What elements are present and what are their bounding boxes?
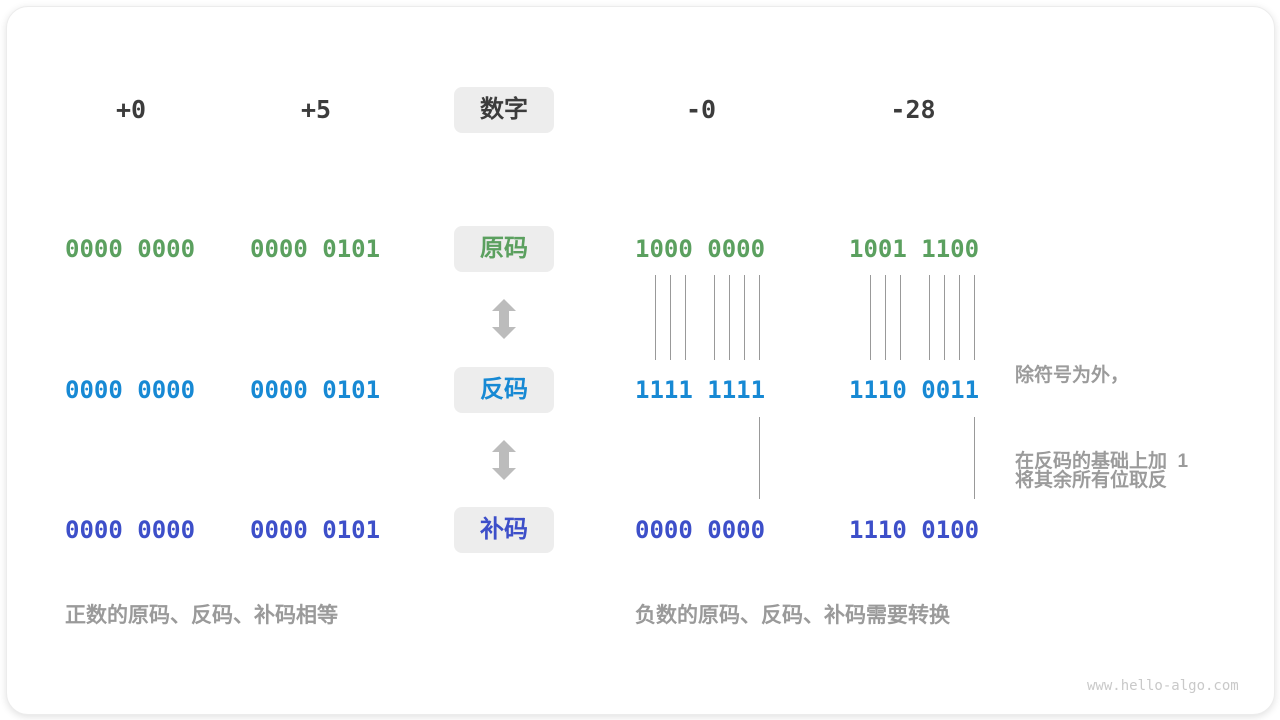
bit-connector-line bbox=[759, 275, 760, 360]
bit-connector-line bbox=[929, 275, 930, 360]
bit-connector-line bbox=[729, 275, 730, 360]
bit-connector-line bbox=[900, 275, 901, 360]
bit-connector-line bbox=[974, 275, 975, 360]
bit-connector-line bbox=[714, 275, 715, 360]
twos-complement-label-chip: 补码 bbox=[454, 507, 554, 553]
ones-complement-minus-zero: 1111 1111 bbox=[635, 376, 766, 404]
sign-magnitude-minus-28: 1001 1100 bbox=[849, 235, 980, 263]
add-one-annotation: 在反码的基础上加 1 bbox=[1015, 451, 1189, 472]
twos-complement-minus-zero: 0000 0000 bbox=[635, 516, 766, 544]
sign-magnitude-minus-zero: 1000 0000 bbox=[635, 235, 766, 263]
negative-numbers-caption: 负数的原码、反码、补码需要转换 bbox=[635, 604, 950, 627]
up-down-arrow-icon bbox=[492, 299, 516, 339]
invert-annotation-line1: 除符号为外， bbox=[1015, 365, 1130, 386]
bit-connector-line bbox=[759, 417, 760, 499]
up-down-arrow-icon bbox=[492, 440, 516, 480]
bit-connector-line bbox=[685, 275, 686, 360]
header-value-plus-zero: +0 bbox=[115, 95, 147, 124]
invert-annotation: 除符号为外， 将其余所有位取反 bbox=[1015, 288, 1167, 568]
bit-connector-line bbox=[655, 275, 656, 360]
bit-connector-line bbox=[974, 417, 975, 499]
ones-complement-plus-five: 0000 0101 bbox=[250, 376, 381, 404]
positive-numbers-caption: 正数的原码、反码、补码相等 bbox=[65, 604, 338, 627]
header-value-minus-28: -28 bbox=[890, 95, 936, 124]
sign-magnitude-plus-zero: 0000 0000 bbox=[65, 235, 196, 263]
ones-complement-plus-zero: 0000 0000 bbox=[65, 376, 196, 404]
watermark: www.hello-algo.com bbox=[1087, 678, 1239, 694]
twos-complement-plus-five: 0000 0101 bbox=[250, 516, 381, 544]
invert-annotation-line2: 将其余所有位取反 bbox=[1015, 470, 1168, 491]
sign-magnitude-label-chip: 原码 bbox=[454, 226, 554, 272]
bit-connector-line bbox=[885, 275, 886, 360]
twos-complement-plus-zero: 0000 0000 bbox=[65, 516, 196, 544]
bit-connector-line bbox=[670, 275, 671, 360]
bit-connector-line bbox=[944, 275, 945, 360]
ones-complement-label-chip: 反码 bbox=[454, 367, 554, 413]
bit-connector-line bbox=[744, 275, 745, 360]
number-label-chip: 数字 bbox=[454, 87, 554, 133]
ones-complement-minus-28: 1110 0011 bbox=[849, 376, 980, 404]
bit-connector-line bbox=[870, 275, 871, 360]
bit-connector-line bbox=[959, 275, 960, 360]
figure-card: +0 +5 -0 -28 数字 0000 0000 0000 0101 原码 1… bbox=[6, 6, 1275, 715]
sign-magnitude-plus-five: 0000 0101 bbox=[250, 235, 381, 263]
header-value-plus-five: +5 bbox=[300, 95, 332, 124]
twos-complement-minus-28: 1110 0100 bbox=[849, 516, 980, 544]
header-value-minus-zero: -0 bbox=[685, 95, 717, 124]
